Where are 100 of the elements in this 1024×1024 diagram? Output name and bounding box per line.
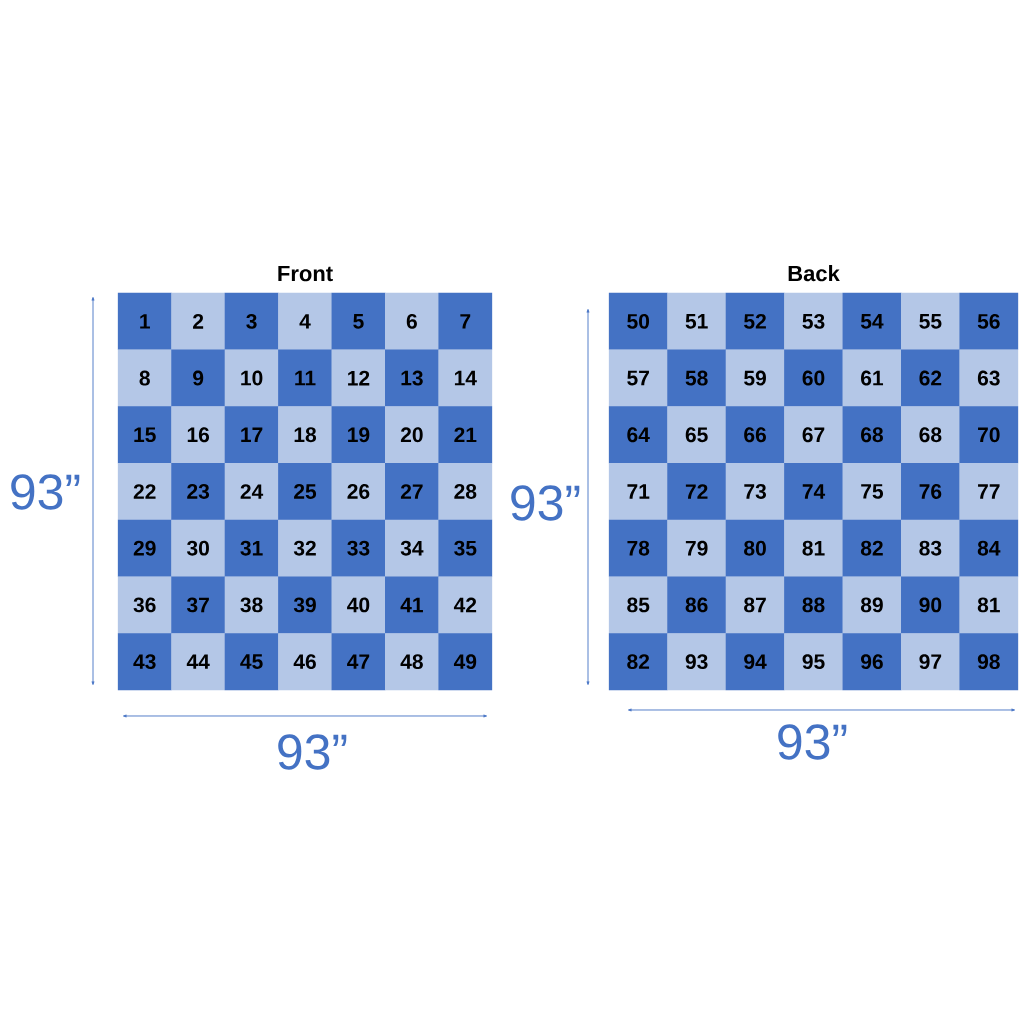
grid-cell: 58 — [667, 349, 726, 407]
grid-cell: 6 — [385, 292, 439, 350]
grid-cell: 56 — [959, 292, 1019, 350]
grid-cell: 51 — [667, 292, 726, 350]
grid-cell: 17 — [224, 406, 279, 464]
grid-cell: 77 — [959, 463, 1019, 520]
grid-cell: 59 — [725, 349, 785, 407]
grid-cell: 2 — [171, 292, 225, 350]
grid-cell: 76 — [901, 463, 960, 520]
grid-cell: 5 — [331, 292, 386, 350]
grid-cell: 36 — [117, 576, 172, 634]
grid-cell: 98 — [959, 633, 1019, 691]
grid-cell: 82 — [608, 633, 668, 691]
grid-cell: 20 — [385, 406, 439, 464]
grid-cell: 80 — [725, 519, 785, 577]
grid-cell: 50 — [608, 292, 668, 350]
grid-cell: 41 — [385, 576, 439, 634]
dimension-label: 93” — [778, 724, 847, 760]
grid-cell: 85 — [608, 576, 668, 634]
grid-cell: 68 — [842, 406, 902, 464]
grid-cell: 87 — [725, 576, 785, 634]
grid-cell: 38 — [224, 576, 279, 634]
grid-cell: 47 — [331, 633, 386, 691]
grid-cell: 22 — [117, 463, 172, 520]
grid-cell: 33 — [331, 519, 386, 577]
grid-cell: 74 — [784, 463, 843, 520]
grid-cell: 14 — [438, 349, 493, 407]
grid-cell: 42 — [438, 576, 493, 634]
grid-cell: 70 — [959, 406, 1019, 464]
grid-cell: 11 — [278, 349, 332, 407]
grid-cell: 63 — [959, 349, 1019, 407]
grid-cell: 16 — [171, 406, 225, 464]
grid-cell: 84 — [959, 519, 1019, 577]
node-label: Back — [788, 265, 840, 282]
grid-cell: 68 — [901, 406, 960, 464]
grid-cell: 1 — [117, 292, 172, 350]
grid-cell: 44 — [171, 633, 225, 691]
grid-cell: 73 — [725, 463, 785, 520]
grid-cell: 81 — [784, 519, 843, 577]
grid-cell: 96 — [842, 633, 902, 691]
grid-cell: 90 — [901, 576, 960, 634]
grid-cell: 39 — [278, 576, 332, 634]
grid-cell: 53 — [784, 292, 843, 350]
grid-cell: 3 — [224, 292, 279, 350]
grid-cell: 29 — [117, 519, 172, 577]
grid-cell: 79 — [667, 519, 726, 577]
dimension-label: 93” — [11, 474, 80, 510]
grid-cell: 37 — [171, 576, 225, 634]
grid-cell: 54 — [842, 292, 902, 350]
grid-cell: 66 — [725, 406, 785, 464]
grid-cell: 52 — [725, 292, 785, 350]
grid-cell: 89 — [842, 576, 902, 634]
grid-cell: 46 — [278, 633, 332, 691]
grid-cell: 25 — [278, 463, 332, 520]
grid-cell: 7 — [438, 292, 493, 350]
grid-cell: 55 — [901, 292, 960, 350]
dimension-label: 93” — [511, 485, 580, 521]
grid-cell: 13 — [385, 349, 439, 407]
grid-cell: 86 — [667, 576, 726, 634]
grid-cell: 67 — [784, 406, 843, 464]
grid-cell: 34 — [385, 519, 439, 577]
dimension-label: 93” — [278, 734, 347, 770]
grid-cell: 97 — [901, 633, 960, 691]
grid-cell: 31 — [224, 519, 279, 577]
grid-cell: 30 — [171, 519, 225, 577]
grid-cell: 81 — [959, 576, 1019, 634]
grid-cell: 95 — [784, 633, 843, 691]
grid-cell: 71 — [608, 463, 668, 520]
grid-cell: 72 — [667, 463, 726, 520]
grid-cell: 40 — [331, 576, 386, 634]
grid-cell: 48 — [385, 633, 439, 691]
grid-cell: 9 — [171, 349, 225, 407]
grid-cell: 93 — [667, 633, 726, 691]
grid-cell: 18 — [278, 406, 332, 464]
grid-cell: 75 — [842, 463, 902, 520]
grid-cell: 21 — [438, 406, 493, 464]
grid-cell: 15 — [117, 406, 172, 464]
grid-cell: 78 — [608, 519, 668, 577]
grid-cell: 49 — [438, 633, 493, 691]
node-label: Front — [278, 265, 333, 282]
grid-cell: 12 — [331, 349, 386, 407]
grid-cell: 23 — [171, 463, 225, 520]
grid-cell: 82 — [842, 519, 902, 577]
grid-cell: 65 — [667, 406, 726, 464]
grid-cell: 45 — [224, 633, 279, 691]
grid-cell: 88 — [784, 576, 843, 634]
grid-cell: 83 — [901, 519, 960, 577]
grid-cell: 64 — [608, 406, 668, 464]
grid-cell: 24 — [224, 463, 279, 520]
grid-cell: 94 — [725, 633, 785, 691]
grid-cell: 61 — [842, 349, 902, 407]
grid-cell: 32 — [278, 519, 332, 577]
grid-cell: 26 — [331, 463, 386, 520]
grid-cell: 62 — [901, 349, 960, 407]
grid-cell: 60 — [784, 349, 843, 407]
grid-cell: 43 — [117, 633, 172, 691]
grid-cell: 10 — [224, 349, 279, 407]
grid-cell: 19 — [331, 406, 386, 464]
grid-cell: 4 — [278, 292, 332, 350]
grid-cell: 35 — [438, 519, 493, 577]
